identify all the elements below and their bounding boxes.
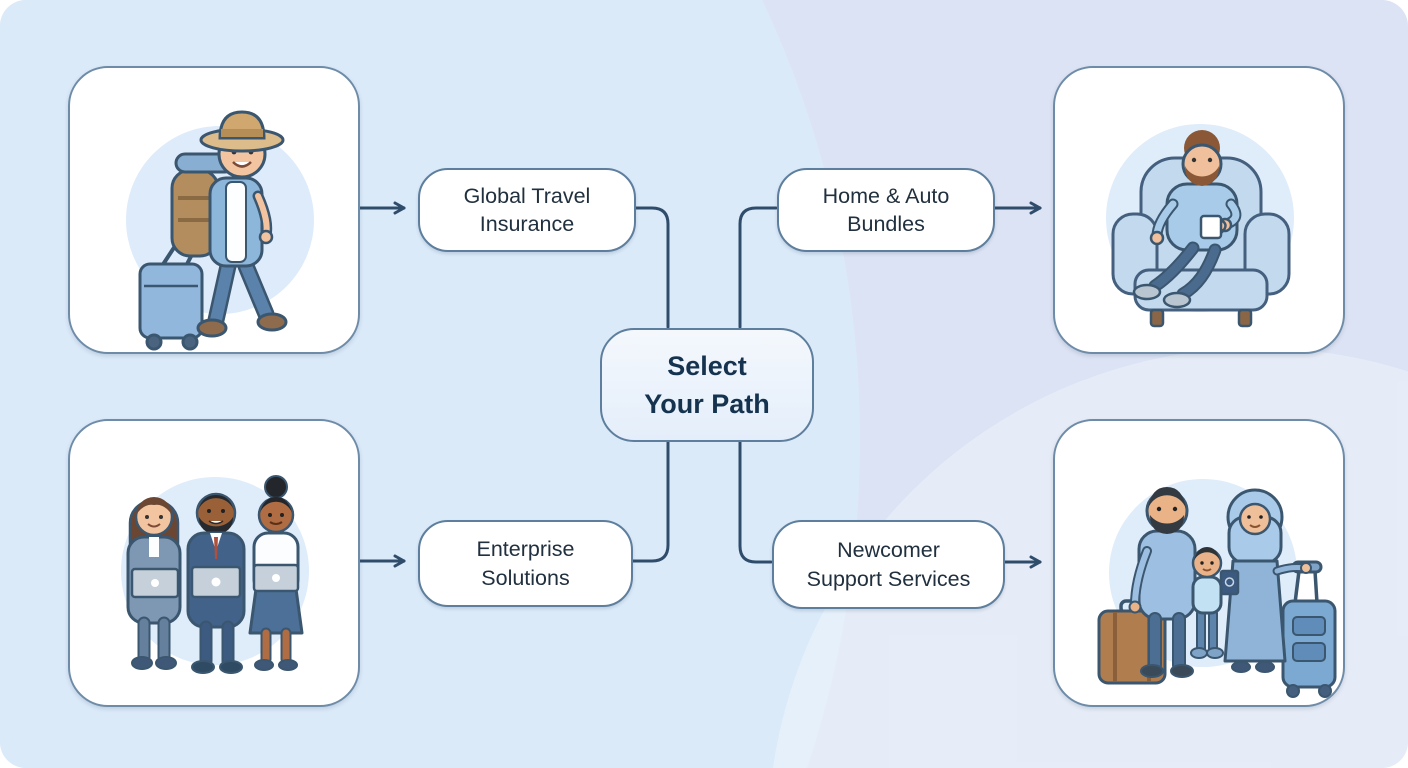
family-illustration [1097,479,1337,698]
coffee-mug [1199,214,1223,240]
branch-pill-home-auto-bundles[interactable]: Home & Auto Bundles [777,168,995,252]
branch-label-line1: Enterprise [476,537,575,562]
branch-label-line1: Home & Auto [822,183,950,208]
beard [199,517,233,534]
branch-label-line1: Global Travel [463,183,591,208]
illustration-card-armchair[interactable] [1053,66,1345,354]
armchair-illustration [1106,124,1294,328]
blue-roller-suitcase [1281,560,1337,698]
illustration-card-business-team[interactable] [68,419,360,707]
branch-pill-enterprise-solutions[interactable]: Enterprise Solutions [418,520,633,607]
seated-man [1132,130,1242,309]
center-node-line1: Select [667,350,747,381]
business-team-illustration [121,475,309,674]
center-node-select-your-path: Select Your Path [600,328,814,442]
boy-figure [1190,547,1224,659]
branch-label-line2: Insurance [479,212,575,236]
face [1238,502,1272,536]
branch-label-line2: Solutions [481,565,570,590]
tie [214,537,218,559]
illustration-card-traveler[interactable] [68,66,360,354]
chair-legs [1149,308,1253,328]
dress [1223,559,1287,663]
branch-label-line2: Support Services [806,566,971,591]
t-shirt [1191,575,1223,615]
traveler-figure [170,110,288,338]
head [257,496,295,534]
passport [1219,569,1240,596]
beard [1185,166,1219,186]
father-figure [1128,487,1197,678]
businesswoman-left [126,497,182,670]
center-node-line2: Your Path [644,389,770,419]
branch-pill-global-travel-insurance[interactable]: Global Travel Insurance [418,168,636,252]
beard [1150,515,1184,534]
branch-pill-newcomer-support-services[interactable]: Newcomer Support Services [772,520,1005,609]
traveler-illustration [126,110,314,351]
hair-bun [264,475,288,499]
businessman-middle [186,492,246,674]
branch-label-line1: Newcomer [837,538,940,563]
businesswoman-right [248,475,304,671]
sweater [1137,529,1197,621]
skirt [248,587,304,635]
branch-label-line2: Bundles [847,212,925,236]
mother-figure [1219,488,1312,673]
illustration-card-family[interactable] [1053,419,1345,707]
